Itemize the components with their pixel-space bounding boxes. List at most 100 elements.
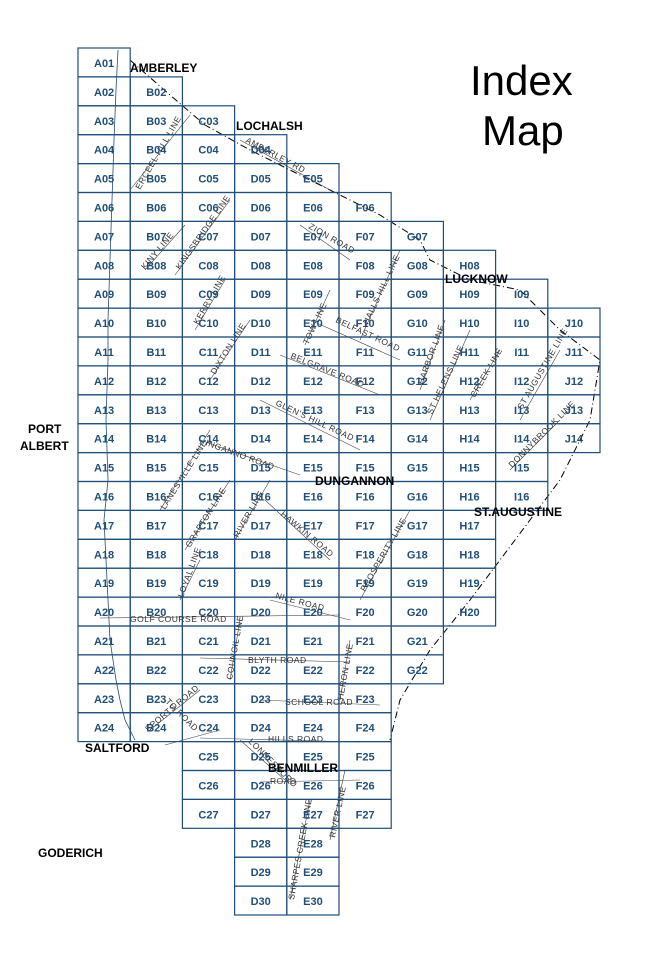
tile-label: H18 bbox=[459, 549, 479, 561]
tile-label: D24 bbox=[251, 723, 272, 735]
tile-label: A17 bbox=[94, 520, 114, 532]
tile-label: B07 bbox=[146, 231, 166, 243]
tile-label: C14 bbox=[198, 434, 219, 446]
place-lochalsh: LOCHALSH bbox=[236, 119, 303, 133]
map-tile bbox=[338, 798, 392, 829]
tile-label: E24 bbox=[303, 723, 323, 735]
tile-label: H16 bbox=[459, 492, 479, 504]
road-label: BELGRAVE ROAD bbox=[289, 351, 366, 390]
tile-label: F13 bbox=[356, 405, 375, 417]
tile-label: E09 bbox=[303, 289, 323, 301]
tile-label: I14 bbox=[514, 434, 530, 446]
tile-label: E21 bbox=[303, 636, 323, 648]
tile-label: F20 bbox=[356, 607, 375, 619]
place-saltford: SALTFORD bbox=[85, 741, 150, 755]
tile-label: E22 bbox=[303, 665, 323, 677]
tile-label: D07 bbox=[251, 231, 271, 243]
tile-label: D30 bbox=[251, 896, 271, 908]
tile-label: A13 bbox=[94, 405, 114, 417]
tile-label: D04 bbox=[251, 145, 272, 157]
tile-label: C06 bbox=[198, 203, 218, 215]
place-lucknow: LUCKNOW bbox=[445, 272, 508, 286]
tile-label: F08 bbox=[356, 260, 375, 272]
tile-label: H19 bbox=[459, 578, 479, 590]
tile-label: G14 bbox=[407, 434, 429, 446]
tile-label: E06 bbox=[303, 203, 323, 215]
tile-label: C24 bbox=[198, 723, 219, 735]
tile-label: E13 bbox=[303, 405, 323, 417]
tile-label: A04 bbox=[94, 145, 115, 157]
tile-label: E08 bbox=[303, 260, 323, 272]
tile-label: F10 bbox=[356, 318, 375, 330]
tile-label: B19 bbox=[146, 578, 166, 590]
tile-label: B24 bbox=[146, 723, 167, 735]
tile-label: I10 bbox=[514, 318, 529, 330]
tile-label: C22 bbox=[198, 665, 218, 677]
tile-label: F25 bbox=[356, 752, 375, 764]
tile-label: H20 bbox=[459, 607, 479, 619]
place-albert: ALBERT bbox=[20, 439, 69, 453]
tile-label: F15 bbox=[356, 463, 375, 475]
place-port: PORT bbox=[28, 422, 62, 436]
tile-label: I15 bbox=[514, 463, 529, 475]
tile-label: F22 bbox=[356, 665, 375, 677]
tile-label: A08 bbox=[94, 260, 114, 272]
tile-label: D12 bbox=[251, 376, 271, 388]
tile-label: I16 bbox=[514, 492, 529, 504]
tile-label: B17 bbox=[146, 520, 166, 532]
tile-label: G09 bbox=[407, 289, 428, 301]
tile-label: C07 bbox=[198, 231, 218, 243]
tile-label: E25 bbox=[303, 752, 323, 764]
tile-label: F27 bbox=[356, 809, 375, 821]
tile-label: H12 bbox=[459, 376, 479, 388]
tile-label: A14 bbox=[94, 434, 115, 446]
tile-label: H14 bbox=[459, 434, 480, 446]
tile-label: F26 bbox=[356, 781, 375, 793]
tile-label: C25 bbox=[198, 752, 218, 764]
tile-label: C08 bbox=[198, 260, 218, 272]
tile-label: I13 bbox=[514, 405, 529, 417]
tile-label: A20 bbox=[94, 607, 114, 619]
tile-label: B05 bbox=[146, 174, 166, 186]
tile-label: D25 bbox=[251, 752, 271, 764]
tile-label: A22 bbox=[94, 665, 114, 677]
tile-label: A19 bbox=[94, 578, 114, 590]
tile-label: B20 bbox=[146, 607, 166, 619]
tile-label: C17 bbox=[198, 520, 218, 532]
tile-label: G15 bbox=[407, 463, 428, 475]
tile-label: A01 bbox=[94, 58, 114, 70]
tile-label: B10 bbox=[146, 318, 166, 330]
tile-label: A11 bbox=[94, 347, 114, 359]
tile-label: G22 bbox=[407, 665, 428, 677]
tile-label: F14 bbox=[356, 434, 376, 446]
tile-label: D26 bbox=[251, 781, 271, 793]
tile-label: F19 bbox=[356, 578, 375, 590]
place-st-augustine: ST.AUGUSTINE bbox=[474, 505, 562, 519]
tile-label: I11 bbox=[514, 347, 529, 359]
tile-label: D21 bbox=[251, 636, 271, 648]
tile-label: C10 bbox=[198, 318, 218, 330]
tile-label: D11 bbox=[251, 347, 271, 359]
tile-label: H08 bbox=[459, 260, 479, 272]
tile-label: D29 bbox=[251, 867, 271, 879]
place-amberley: AMBERLEY bbox=[130, 61, 197, 75]
tile-label: E29 bbox=[303, 867, 323, 879]
tile-label: B16 bbox=[146, 492, 166, 504]
tile-label: D18 bbox=[251, 549, 271, 561]
tile-label: F21 bbox=[356, 636, 375, 648]
tile-label: C20 bbox=[198, 607, 218, 619]
map-grid: A01A02A03A04A05A06A07A08A09A10A11A12A13A… bbox=[77, 47, 601, 916]
tile-label: E12 bbox=[303, 376, 323, 388]
tile-label: E27 bbox=[303, 809, 323, 821]
tile-label: D23 bbox=[251, 694, 271, 706]
road-label: HILLS ROAD bbox=[268, 734, 324, 744]
tile-label: C16 bbox=[198, 492, 218, 504]
tile-label: B06 bbox=[146, 203, 166, 215]
tile-label: E23 bbox=[303, 694, 323, 706]
tile-label: E20 bbox=[303, 607, 323, 619]
tile-label: C18 bbox=[198, 549, 218, 561]
tile-label: G07 bbox=[407, 231, 428, 243]
tile-label: C04 bbox=[198, 145, 219, 157]
road-label: BLYTH ROAD bbox=[248, 655, 307, 665]
tile-label: A21 bbox=[94, 636, 114, 648]
